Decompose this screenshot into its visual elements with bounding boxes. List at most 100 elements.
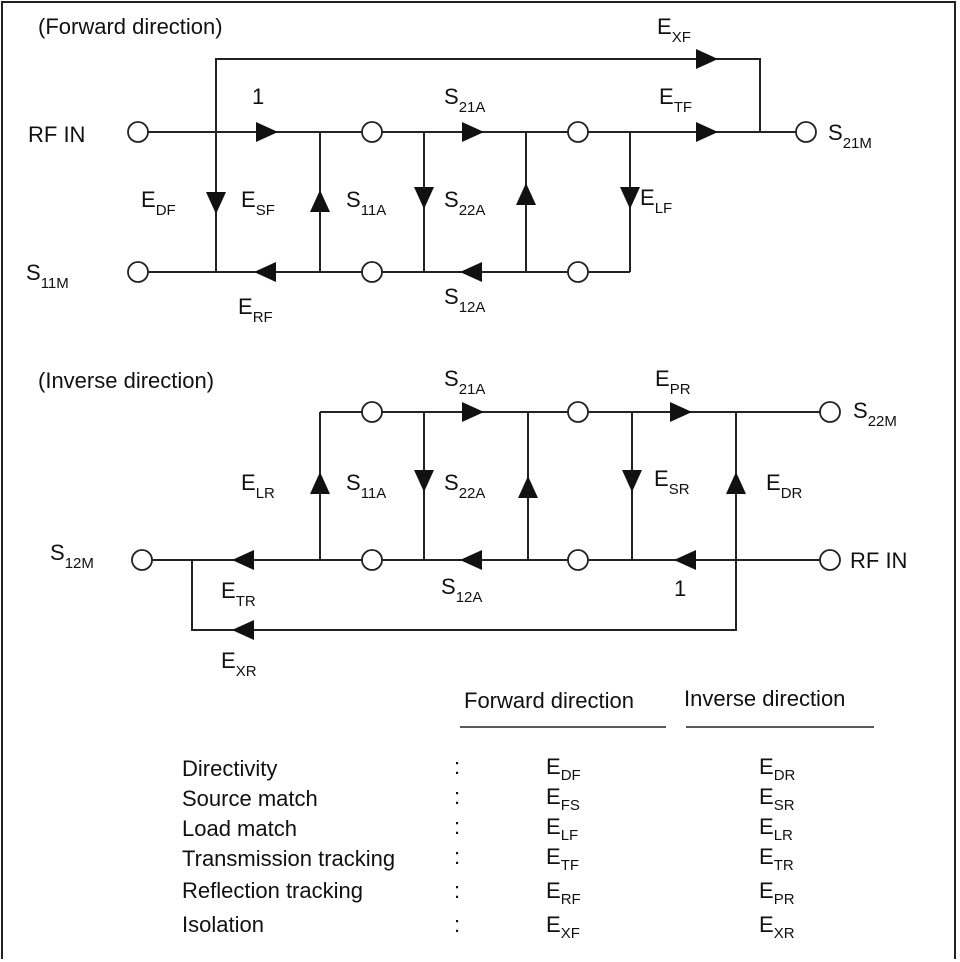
table-row: Reflection tracking : ERF EPR <box>182 878 795 908</box>
inverse-diagram: (Inverse direction) <box>38 366 907 680</box>
row-label: Load match <box>182 816 297 841</box>
arrow-left <box>254 262 276 282</box>
inverse-term: ETR <box>759 844 794 874</box>
forward-term: ELF <box>546 814 578 844</box>
esf-label: ESF <box>241 187 275 219</box>
row-separator: : <box>454 814 460 839</box>
row-label: Isolation <box>182 912 264 937</box>
rf-in-label: RF IN <box>850 548 907 573</box>
port-node <box>127 121 149 143</box>
forward-term: ERF <box>546 878 581 908</box>
elr-label: ELR <box>241 470 275 502</box>
s12m-label: S12M <box>50 540 94 572</box>
esr-label: ESR <box>654 466 690 498</box>
arrow-right <box>696 49 718 69</box>
row-label: Source match <box>182 786 318 811</box>
inverse-term: EDR <box>759 754 796 784</box>
arrow-down <box>414 187 434 209</box>
arrow-right <box>462 122 484 142</box>
row-label: Reflection tracking <box>182 878 363 903</box>
unity-gain-label: 1 <box>252 84 264 109</box>
exf-label: EXF <box>657 14 691 46</box>
s11a-label: S11A <box>346 470 386 502</box>
port-node <box>819 549 841 571</box>
arrow-up <box>516 183 536 205</box>
inverse-title: (Inverse direction) <box>38 368 214 393</box>
row-separator: : <box>454 754 460 779</box>
s22a-label: S22A <box>444 470 485 502</box>
port-node <box>131 549 153 571</box>
rf-in-label: RF IN <box>28 122 85 147</box>
inverse-term: EPR <box>759 878 795 908</box>
elf-label: ELF <box>640 185 672 217</box>
arrow-left <box>232 620 254 640</box>
forward-term: EDF <box>546 754 581 784</box>
forward-term: ETF <box>546 844 579 874</box>
inverse-term: ESR <box>759 784 795 814</box>
inverse-term: ELR <box>759 814 793 844</box>
s22a-label: S22A <box>444 187 485 219</box>
node <box>361 261 383 283</box>
edf-label: EDF <box>141 187 176 219</box>
epr-label: EPR <box>655 366 691 398</box>
arrow-right <box>256 122 278 142</box>
forward-wires <box>148 58 796 273</box>
col-header-inverse: Inverse direction <box>684 686 845 711</box>
arrow-up <box>310 190 330 212</box>
forward-term: EXF <box>546 912 580 942</box>
table-row: Directivity : EDF EDR <box>182 754 796 784</box>
node <box>567 549 589 571</box>
arrow-right <box>670 402 692 422</box>
arrow-up <box>726 472 746 494</box>
arrow-left <box>674 550 696 570</box>
row-separator: : <box>454 912 460 937</box>
port-node <box>127 261 149 283</box>
etr-label: ETR <box>221 578 256 610</box>
arrow-down <box>622 470 642 492</box>
s21a-label: S21A <box>444 84 485 116</box>
row-label: Directivity <box>182 756 277 781</box>
forward-title: (Forward direction) <box>38 14 223 39</box>
inverse-term: EXR <box>759 912 795 942</box>
arrow-right <box>696 122 718 142</box>
s21a-label: S21A <box>444 366 485 398</box>
port-node <box>795 121 817 143</box>
arrow-up <box>310 472 330 494</box>
arrow-left <box>460 550 482 570</box>
forward-term: EFS <box>546 784 580 814</box>
arrow-down <box>206 192 226 214</box>
row-label: Transmission tracking <box>182 846 395 871</box>
error-term-table: Forward direction Inverse direction Dire… <box>182 686 874 942</box>
port-node <box>819 401 841 423</box>
s12a-label: S12A <box>441 574 482 606</box>
unity-gain-label: 1 <box>674 576 686 601</box>
forward-diagram: (Forward direction) <box>26 14 872 326</box>
arrow-down <box>414 470 434 492</box>
table-row: Isolation : EXF EXR <box>182 912 795 942</box>
s22m-label: S22M <box>853 398 897 430</box>
arrow-up <box>518 476 538 498</box>
s21m-label: S21M <box>828 120 872 152</box>
s11a-label: S11A <box>346 187 386 219</box>
exr-label: EXR <box>221 648 257 680</box>
node <box>567 121 589 143</box>
col-header-forward: Forward direction <box>464 688 634 713</box>
s11m-label: S11M <box>26 260 69 292</box>
node <box>361 549 383 571</box>
etf-label: ETF <box>659 84 692 116</box>
arrow-down <box>620 187 640 209</box>
arrow-right <box>462 402 484 422</box>
node <box>361 121 383 143</box>
node <box>567 401 589 423</box>
arrow-left <box>232 550 254 570</box>
table-row: Transmission tracking : ETF ETR <box>182 844 794 874</box>
arrow-left <box>460 262 482 282</box>
edr-label: EDR <box>766 470 803 502</box>
erf-label: ERF <box>238 294 273 326</box>
table-row: Source match : EFS ESR <box>182 784 795 814</box>
node <box>361 401 383 423</box>
row-separator: : <box>454 784 460 809</box>
row-separator: : <box>454 844 460 869</box>
